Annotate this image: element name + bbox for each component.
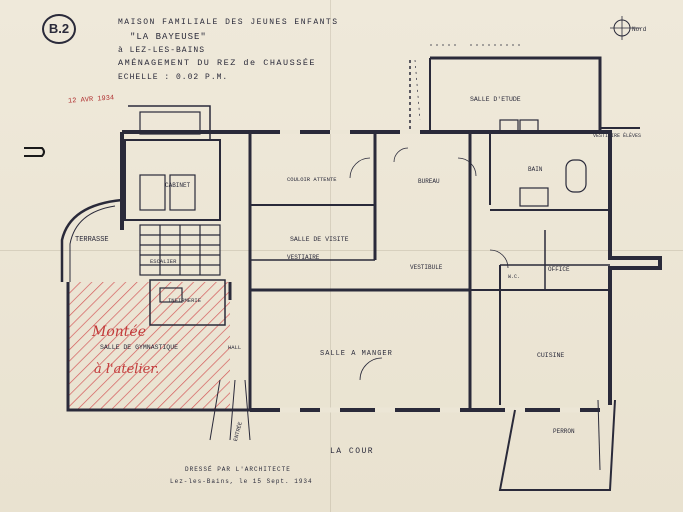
room-salle-manger: SALLE A MANGER xyxy=(320,350,393,358)
red-annotation-line1: Montée xyxy=(92,324,146,340)
title-line-4: AMÉNAGEMENT DU REZ de CHAUSSÉE xyxy=(118,58,317,68)
red-annotation-line2: à l'atelier. xyxy=(94,362,160,377)
room-vestiaire-eleves: VESTIAIRE ÉLÈVES xyxy=(593,133,642,139)
title-line-5: ECHELLE : 0.02 P.M. xyxy=(118,73,229,82)
room-vestibule: VESTIBULE xyxy=(410,264,443,271)
room-cuisine: CUISINE xyxy=(537,352,565,359)
fold-line-vertical xyxy=(330,0,331,512)
signature-line2: Lez-les-Bains, le 15 Sept. 1934 xyxy=(170,478,313,485)
room-wc: W.C. xyxy=(508,274,521,280)
room-office: OFFICE xyxy=(548,266,570,273)
room-bureau: BUREAU xyxy=(418,178,440,185)
room-escalier: ESCALIER xyxy=(150,258,177,265)
title-line-1: MAISON FAMILIALE DES JEUNES ENFANTS xyxy=(118,18,339,27)
room-salle-attente: SALLE DE VISITE xyxy=(290,236,349,243)
room-hall: HALL xyxy=(228,344,242,351)
room-cour: LA COUR xyxy=(330,447,375,456)
room-salle-gym: SALLE DE GYMNASTIQUE xyxy=(100,344,179,351)
north-label: Nord xyxy=(632,26,647,33)
room-cabinet: CABINET xyxy=(165,182,191,189)
outer-wall-east xyxy=(122,130,662,405)
fold-line-horizontal xyxy=(0,250,683,251)
gym-hatch xyxy=(68,282,230,410)
sheet-id-badge: B.2 xyxy=(42,14,76,44)
title-line-3: à LEZ-LES-BAINS xyxy=(118,46,206,55)
title-line-2: "LA BAYEUSE" xyxy=(130,32,207,42)
room-couloir: COULOIR ATTENTE xyxy=(287,176,337,183)
room-perron: PERRON xyxy=(553,428,575,435)
room-salle-etude: SALLE D'ETUDE xyxy=(470,96,521,103)
room-infirmerie: INFIRMERIE xyxy=(168,297,202,304)
room-bain: BAIN xyxy=(528,166,543,173)
room-vestiaire: VESTIAIRE xyxy=(287,254,320,261)
room-terrasse: TERRASSE xyxy=(75,236,109,244)
signature-line1: DRESSÉ PAR L'ARCHITECTE xyxy=(185,466,291,473)
